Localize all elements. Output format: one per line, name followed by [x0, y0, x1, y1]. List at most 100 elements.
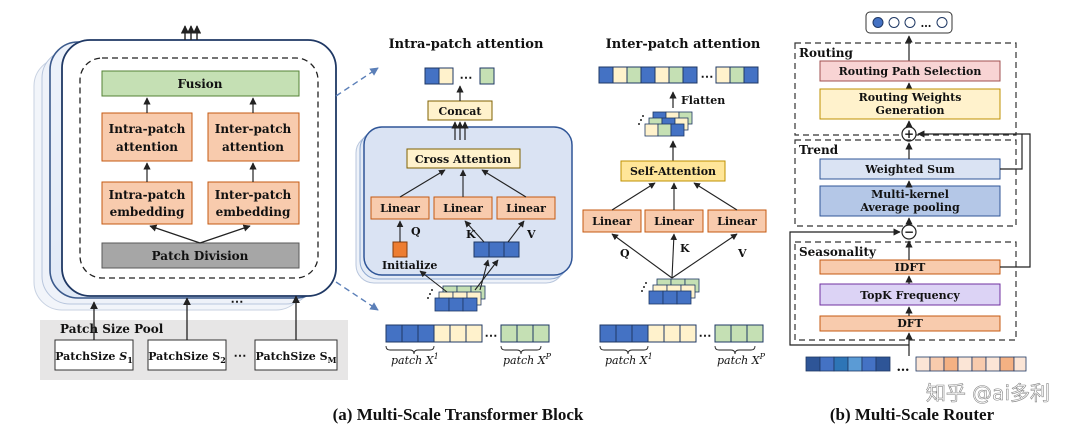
- weighted-sum-label: Weighted Sum: [864, 163, 955, 176]
- intra-stack-arrows: [419, 259, 499, 293]
- block-output-arrows: [180, 25, 202, 40]
- intra-embedding-label-1: Intra-patch: [109, 188, 186, 202]
- seasonality-title: Seasonality: [799, 245, 877, 259]
- inter-qkv-arrows: [611, 233, 738, 279]
- router-input-sequence: [805, 356, 1027, 372]
- inter-patch-last-label: patch XP: [717, 352, 766, 367]
- stack-ellipsis: ⋯: [231, 295, 244, 310]
- inter-linear-v-label: Linear: [717, 215, 757, 228]
- intra-linear-v-label: Linear: [506, 202, 546, 215]
- intra-attention-box: [101, 112, 193, 162]
- cross-attention-box: [406, 148, 521, 169]
- transformer-block-dashed: [79, 57, 319, 279]
- intra-patch-ellipsis: ⋯: [485, 329, 498, 344]
- inter-patch-row: [599, 324, 764, 343]
- intra-linear-q-label: Linear: [380, 202, 420, 215]
- router-output-dots: [865, 11, 953, 34]
- inter-embedding-label-2: embedding: [216, 205, 291, 219]
- router-input-ellipsis: …: [897, 360, 910, 375]
- self-attention-box: [620, 160, 726, 182]
- intra-v-label: V: [526, 228, 536, 241]
- inter-patch-first-label: patch X1: [605, 352, 653, 367]
- intra-attention-label-1: Intra-patch: [109, 122, 186, 136]
- intra-patch-first-label: patch X1: [391, 352, 439, 367]
- intra-title: Intra-patch attention: [389, 37, 544, 52]
- initialize-label: Initialize: [382, 259, 437, 272]
- cross-attention-arrows: [399, 169, 527, 198]
- inter-attention-label-2: attention: [222, 140, 284, 154]
- zoom-connectors: [335, 67, 379, 311]
- block-internal-arrows: [143, 97, 257, 244]
- flatten-label: Flatten: [681, 94, 725, 107]
- concat-label: Concat: [439, 105, 483, 118]
- inter-embedding-box: [207, 181, 300, 225]
- intra-stacked-patches: [427, 285, 486, 312]
- pooling-label-2: Average pooling: [859, 201, 960, 214]
- caption-a: (a) Multi-Scale Transformer Block: [333, 405, 584, 424]
- inter-attention-box: [207, 112, 300, 162]
- inter-stacked-patches: [641, 278, 700, 305]
- router-connections: [789, 130, 1031, 356]
- inter-linear-k-label: Linear: [654, 215, 694, 228]
- trend-section: [794, 139, 1017, 227]
- intra-output-ellipsis: ⋯: [460, 71, 473, 86]
- patch-size-1-label: PatchSize S1: [55, 350, 133, 365]
- add-node-symbol: +: [904, 127, 914, 141]
- cross-attention-label: Cross Attention: [415, 153, 511, 166]
- inter-q-label: Q: [620, 247, 630, 260]
- intra-kv-tokens: [473, 241, 520, 258]
- inter-output-tokens: [598, 66, 759, 84]
- inter-linear-q-label: Linear: [592, 215, 632, 228]
- routing-path-selection-label: Routing Path Selection: [839, 65, 982, 78]
- initialize-query-token: [392, 241, 408, 258]
- intra-q-label: Q: [411, 225, 421, 238]
- routing-weights-label-2: Generation: [876, 104, 945, 117]
- router-dots-ellipsis: …: [921, 17, 932, 30]
- inter-title: Inter-patch attention: [606, 37, 761, 52]
- inter-attention-output-stack: [638, 111, 693, 137]
- self-attention-arrows: [611, 182, 738, 211]
- intra-patch-row: [385, 324, 550, 343]
- patch-division-label: Patch Division: [152, 249, 249, 263]
- patch-size-m-label: PatchSize SM: [256, 350, 337, 365]
- inter-v-label: V: [737, 247, 747, 260]
- watermark: 知乎 @ai多利: [926, 381, 1050, 405]
- pool-ellipsis: ⋯: [234, 349, 247, 364]
- pooling-box: [819, 185, 1001, 217]
- concat-input-arrows: [451, 121, 469, 140]
- inter-attention-label-1: Inter-patch: [215, 122, 292, 136]
- patch-size-2-box: [147, 339, 227, 371]
- dft-label: DFT: [897, 317, 923, 330]
- inter-k-label: K: [680, 242, 690, 255]
- inter-embedding-label-1: Inter-patch: [215, 188, 292, 202]
- intra-embedding-label-2: embedding: [110, 205, 185, 219]
- transformer-block-front: [61, 39, 337, 297]
- routing-weights-label-1: Routing Weights: [859, 91, 962, 104]
- intra-attention-label-2: attention: [116, 140, 178, 154]
- self-attention-label: Self-Attention: [630, 165, 716, 178]
- inter-patch-ellipsis: ⋯: [699, 329, 712, 344]
- pool-arrows: [90, 295, 300, 340]
- fusion-box: [101, 70, 300, 97]
- dft-box: [819, 315, 1001, 332]
- idft-label: IDFT: [895, 261, 926, 274]
- subtract-node-symbol: −: [904, 225, 914, 239]
- intra-k-label: K: [466, 228, 476, 241]
- caption-b: (b) Multi-Scale Router: [830, 405, 995, 424]
- pooling-label-1: Multi-kernel: [871, 188, 949, 201]
- intra-embedding-box: [101, 181, 193, 225]
- intra-patch-last-label: patch XP: [503, 352, 552, 367]
- topk-label: TopK Frequency: [860, 289, 960, 302]
- routing-path-selection-box: [819, 60, 1001, 82]
- routing-title: Routing: [799, 46, 854, 60]
- inter-output-ellipsis: ⋯: [701, 70, 714, 85]
- trend-title: Trend: [799, 143, 839, 157]
- topk-box: [819, 283, 1001, 306]
- patch-size-pool-title: Patch Size Pool: [60, 322, 164, 336]
- routing-weights-box: [819, 88, 1001, 120]
- fusion-label: Fusion: [177, 77, 222, 91]
- patch-division-box: [101, 242, 300, 269]
- patch-size-1-box: [54, 339, 134, 371]
- intra-output-tokens: [424, 67, 495, 85]
